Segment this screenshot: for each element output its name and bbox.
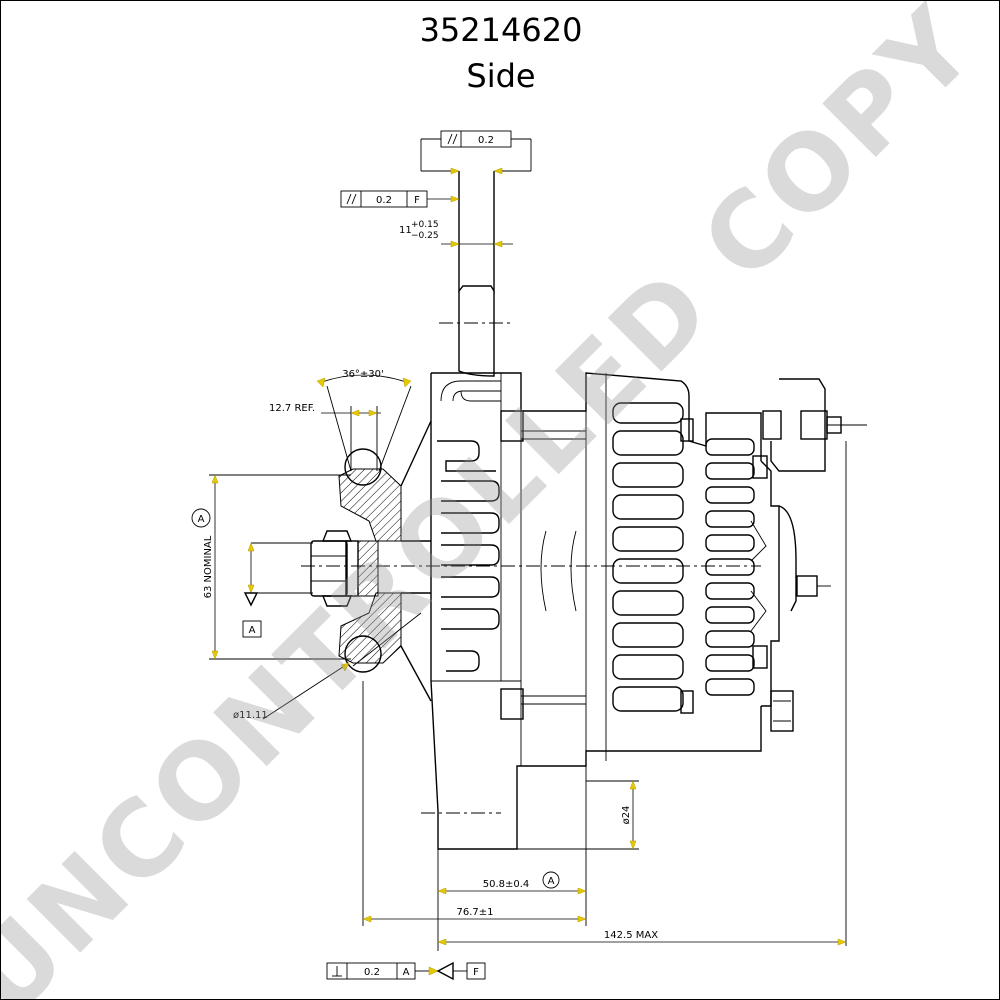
- mount-width-dim: 11 +0.15 −0.25: [399, 220, 439, 241]
- mount-width-tol-upper: +0.15: [411, 220, 439, 230]
- top-parallelism-value: 0.2: [478, 135, 494, 146]
- mount-arrows: [450, 167, 503, 248]
- pulley-nominal-text: 63 NOMINAL: [203, 535, 214, 598]
- mount-parallelism-datum: F: [414, 195, 420, 206]
- pulley: [310, 374, 432, 702]
- boss-diameter-dim: ø24: [517, 780, 639, 850]
- mount-parallelism-value: 0.2: [376, 195, 392, 206]
- bottom-dims: 50.8±0.4 A 76.7±1 142.5 MAX: [362, 441, 847, 951]
- datum-a-label: A: [198, 514, 205, 525]
- pulley-nominal-dim: A 63 NOMINAL A: [191, 474, 351, 660]
- part-number-title: 35214620: [419, 11, 583, 49]
- ball-diameter-dim: ø11.11: [233, 612, 422, 721]
- mount-width-nominal: 11: [399, 225, 412, 236]
- boss-diameter-text: ø24: [621, 806, 632, 825]
- datum-f-box: F: [473, 967, 479, 978]
- fcf-perpendicularity: 0.2 A F: [326, 961, 486, 981]
- ball-diameter-text: ø11.11: [233, 710, 268, 721]
- drive-end-housing: [301, 372, 762, 850]
- drive-end-fins: [437, 440, 577, 672]
- fcf-mount-parallelism: 0.2 F: [340, 190, 428, 208]
- dim-142-5-text: 142.5 MAX: [604, 930, 658, 941]
- view-title: Side: [466, 57, 536, 95]
- perp-datum: A: [403, 967, 410, 978]
- dim-50-8-datum: A: [548, 876, 555, 887]
- datum-a-box: A: [249, 625, 256, 636]
- dim-50-8-text: 50.8±0.4: [483, 879, 530, 890]
- rear-cover: [750, 378, 867, 732]
- rear-housing-fins: [612, 402, 755, 712]
- perp-value: 0.2: [364, 967, 380, 978]
- groove-angle-text: 36°±30': [342, 369, 384, 380]
- mount-width-tol-lower: −0.25: [411, 231, 439, 241]
- groove-ref-text: 12.7 REF.: [269, 403, 315, 414]
- dim-76-7-text: 76.7±1: [456, 907, 493, 918]
- fcf-top-parallelism: 0.2: [440, 130, 512, 148]
- mounting-ear: [420, 138, 532, 377]
